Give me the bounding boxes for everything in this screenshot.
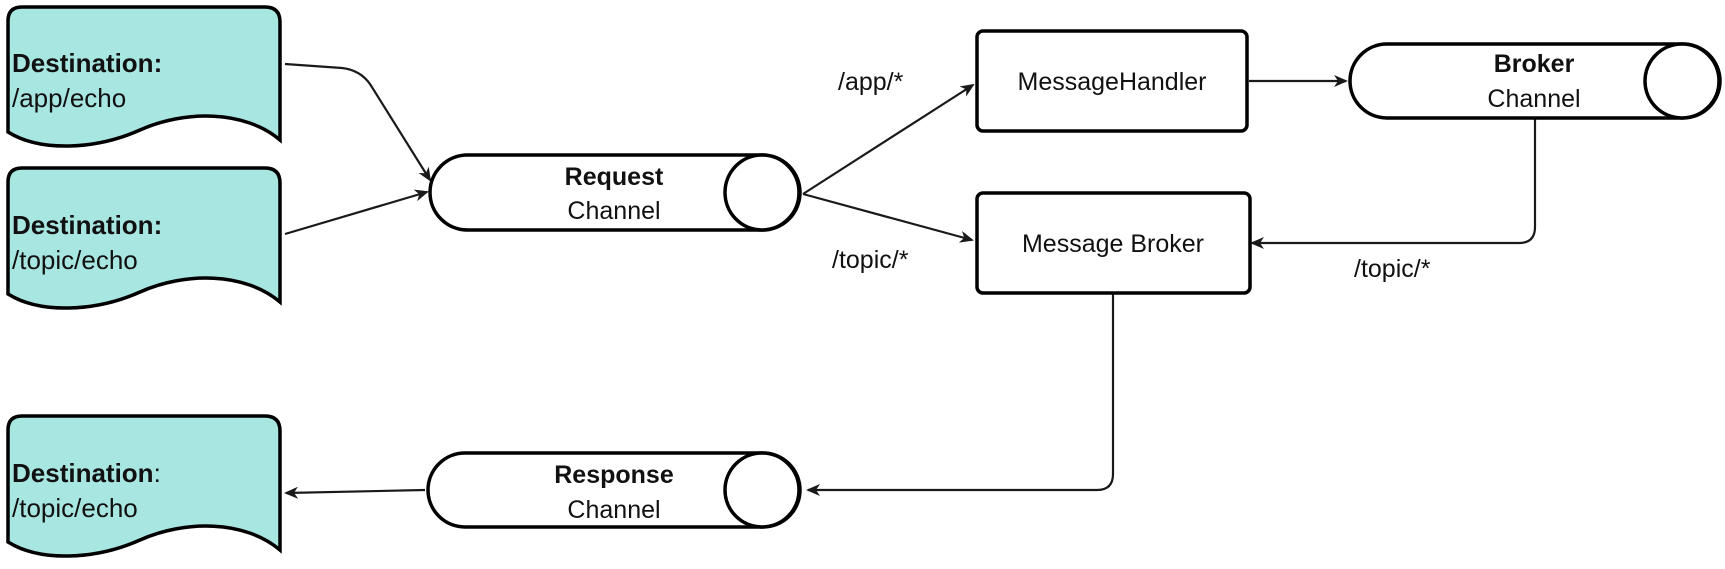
channel-end-cap [1643, 42, 1721, 120]
request-channel: Request Channel [428, 153, 802, 232]
message-handler-box: MessageHandler [975, 29, 1249, 133]
channel-name: Broker [1494, 50, 1575, 78]
channel-kind: Channel [567, 496, 660, 524]
document-title: Destination [12, 458, 154, 488]
document-path: /app/echo [12, 83, 126, 113]
edge-label-topic-broker: /topic/* [1354, 255, 1431, 283]
box-shape [975, 191, 1252, 295]
document-title-line: Destination: [12, 458, 161, 488]
channel-kind: Channel [567, 197, 660, 225]
document-path: /topic/echo [12, 245, 138, 275]
document-shape [6, 5, 282, 148]
broker-channel: Broker Channel [1348, 42, 1722, 120]
channel-end-cap [723, 451, 801, 529]
channel-name: Response [554, 461, 674, 489]
edge-broker-channel-to-message-broker [1250, 117, 1537, 249]
box-label: Message Broker [1022, 230, 1204, 258]
box-label: MessageHandler [1018, 68, 1207, 96]
destination-document-app-echo: Destination: /app/echo [6, 5, 282, 148]
edge-label-topic-request: /topic/* [832, 246, 909, 274]
channel-end-cap [723, 153, 801, 232]
box-shape [975, 29, 1249, 133]
edge-request-to-message-broker [802, 192, 974, 243]
document-title: Destination: [12, 210, 162, 240]
edge-request-to-message-handler [802, 83, 975, 195]
response-channel: Response Channel [426, 451, 802, 529]
document-title-colon: : [154, 458, 161, 488]
edges [284, 62, 1537, 499]
edge-app-echo-to-request [284, 62, 432, 182]
channel-kind: Channel [1487, 85, 1580, 113]
document-path: /topic/echo [12, 493, 138, 523]
destination-document-topic-echo: Destination: /topic/echo [6, 166, 282, 310]
edge-response-channel-to-destination [284, 486, 426, 499]
edge-topic-echo-to-request [284, 189, 429, 236]
edge-label-app: /app/* [838, 68, 904, 96]
destination-document-response-topic-echo: Destination: /topic/echo [6, 414, 282, 558]
document-title: Destination: [12, 48, 162, 78]
document-shape [6, 414, 282, 558]
edge-message-broker-to-response-channel [806, 292, 1115, 496]
document-shape [6, 166, 282, 310]
message-broker-box: Message Broker [975, 191, 1252, 295]
channel-name: Request [565, 163, 664, 191]
